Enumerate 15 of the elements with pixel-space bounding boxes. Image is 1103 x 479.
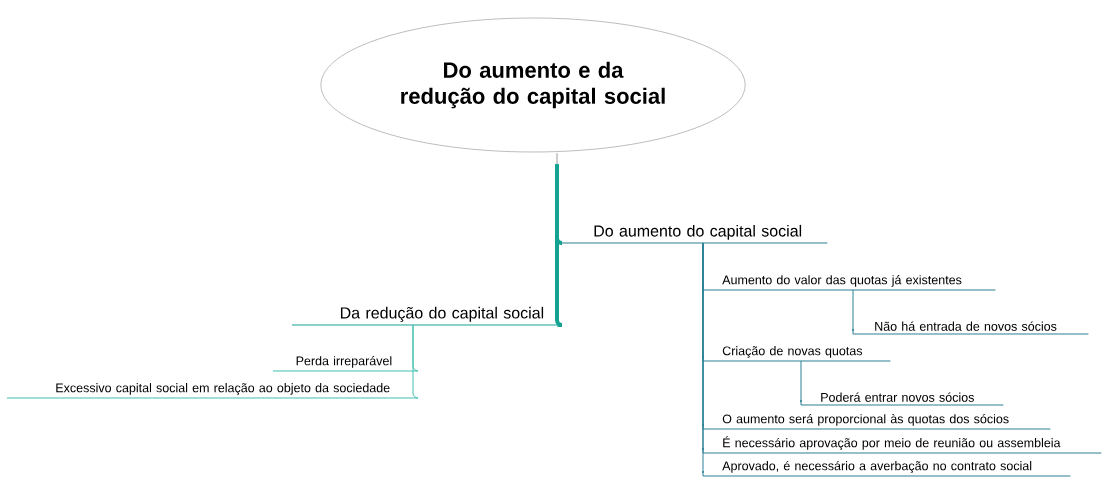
branch-label: O aumento será proporcional às quotas dos sócios: [702, 414, 1051, 430]
branch-label: Criação de novas quotas: [702, 346, 891, 362]
connector-line: [852, 289, 854, 335]
branch-label: Poderá entrar novos sócios: [800, 392, 1004, 406]
branch-label: Não há entrada de novos sócios: [852, 321, 1089, 335]
connector-line: [555, 164, 564, 327]
connector-line: [412, 324, 419, 399]
branch-label: É necessário aprovação por meio de reunião ou assembleia: [702, 436, 1102, 454]
branch-label: Da redução do capital social: [291, 306, 558, 326]
branch-label: Perda irreparável: [272, 356, 414, 372]
connector-line: [800, 360, 802, 406]
branch-label: Excessivo capital social em relação ao objeto da sociedade: [6, 383, 414, 399]
branch-label: Aprovado, é necessário a averbação no contrato social: [702, 460, 1071, 477]
branch-label: Aumento do valor das quotas já existentes: [702, 275, 996, 291]
branch-label: Do aumento do capital social: [559, 224, 828, 244]
